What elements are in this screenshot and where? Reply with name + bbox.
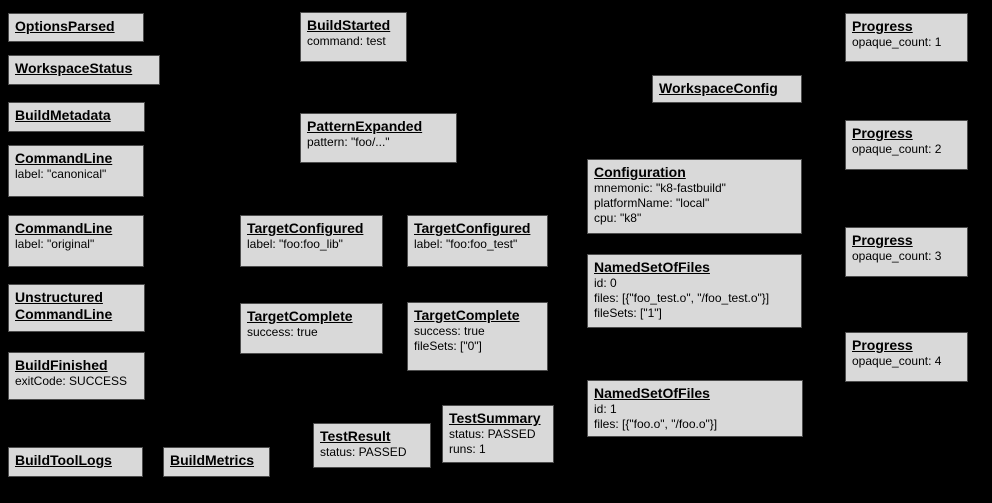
event-node-build-metadata: BuildMetadata [8, 102, 145, 132]
event-node-field: cpu: "k8" [594, 211, 642, 225]
event-node-field: exitCode: SUCCESS [15, 374, 128, 388]
event-node-field: success: true [414, 324, 485, 338]
event-node-field: files: [{"foo.o", "/foo.o"}] [594, 417, 718, 431]
event-node-build-tool-logs: BuildToolLogs [8, 447, 143, 477]
event-node-field: status: PASSED [320, 445, 407, 459]
event-node-workspace-config: WorkspaceConfig [652, 75, 802, 103]
event-node-title: Progress [852, 125, 913, 141]
event-node-title: Progress [852, 18, 913, 34]
event-node-field: id: 1 [594, 402, 617, 416]
event-node-title: TargetComplete [414, 307, 520, 323]
event-node-workspace-status: WorkspaceStatus [8, 55, 160, 85]
event-node-field: pattern: "foo/..." [307, 135, 390, 149]
event-node-field: mnemonic: "k8-fastbuild" [594, 181, 726, 195]
event-node-title: Unstructured CommandLine [15, 289, 113, 322]
event-node-title: TargetConfigured [414, 220, 531, 236]
event-node-field: files: [{"foo_test.o", "/foo_test.o"}] [594, 291, 770, 305]
event-node-title: WorkspaceConfig [659, 80, 778, 96]
event-node-field: fileSets: ["1"] [594, 306, 662, 320]
event-node-title: OptionsParsed [15, 18, 115, 34]
event-node-title: BuildFinished [15, 357, 108, 373]
event-node-field: opaque_count: 3 [852, 249, 942, 263]
event-node-field: runs: 1 [449, 442, 486, 456]
event-node-field: label: "original" [15, 237, 95, 251]
event-node-title: BuildMetadata [15, 107, 111, 123]
event-node-title: BuildMetrics [170, 452, 255, 468]
event-node-field: opaque_count: 1 [852, 35, 942, 49]
event-node-title: Progress [852, 232, 913, 248]
event-node-field: label: "canonical" [15, 167, 107, 181]
event-node-title: TestSummary [449, 410, 541, 426]
event-node-field: opaque_count: 4 [852, 354, 942, 368]
event-node-build-metrics: BuildMetrics [163, 447, 270, 477]
event-node-field: platformName: "local" [594, 196, 710, 210]
event-node-title: NamedSetOfFiles [594, 385, 710, 401]
event-node-title: WorkspaceStatus [15, 60, 133, 76]
event-node-title: Progress [852, 337, 913, 353]
event-node-title: BuildStarted [307, 17, 391, 33]
event-node-title: CommandLine [15, 150, 113, 166]
event-node-title: NamedSetOfFiles [594, 259, 710, 275]
event-node-unstructured-command-line: Unstructured CommandLine [8, 284, 145, 332]
event-node-title: TargetConfigured [247, 220, 364, 236]
event-node-title: Configuration [594, 164, 686, 180]
event-node-field: fileSets: ["0"] [414, 339, 482, 353]
event-node-field: label: "foo:foo_test" [414, 237, 518, 251]
event-node-field: label: "foo:foo_lib" [247, 237, 343, 251]
event-node-field: id: 0 [594, 276, 617, 290]
event-node-title: CommandLine [15, 220, 113, 236]
event-node-field: status: PASSED [449, 427, 536, 441]
event-node-title: TargetComplete [247, 308, 353, 324]
event-node-field: success: true [247, 325, 318, 339]
event-node-title: PatternExpanded [307, 118, 423, 134]
event-node-field: command: test [307, 34, 386, 48]
event-node-field: opaque_count: 2 [852, 142, 942, 156]
event-node-options-parsed: OptionsParsed [8, 13, 144, 42]
event-node-title: TestResult [320, 428, 391, 444]
event-node-title: BuildToolLogs [15, 452, 112, 468]
